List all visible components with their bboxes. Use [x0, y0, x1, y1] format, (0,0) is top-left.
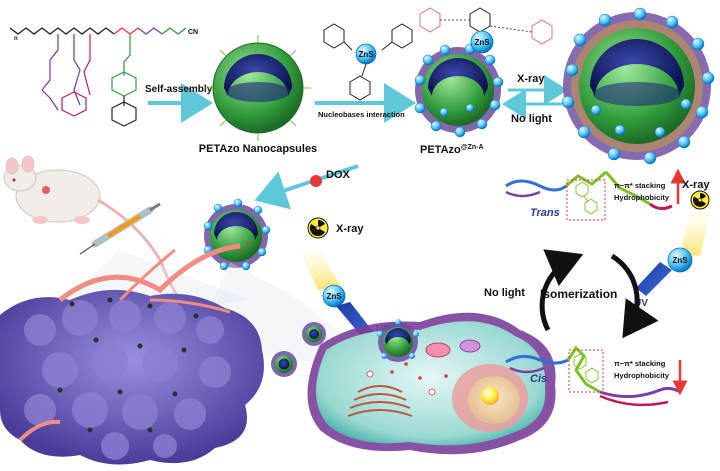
petazo-zna-label: PETAzo@Zn-A	[420, 144, 484, 156]
dox-arrow: DOX	[254, 164, 359, 210]
cis-label: Cis	[530, 373, 547, 385]
swollen-particle	[561, 7, 715, 165]
repeat-n-label: n	[14, 36, 18, 42]
polymer-structure: n CN	[9, 27, 198, 127]
small-particles	[271, 322, 326, 377]
zns-label-top2: ZnS	[474, 38, 490, 47]
zns-right-label: ZnS	[672, 256, 688, 265]
zns-label-top1: ZnS	[358, 50, 374, 59]
zns-bottom-label: ZnS	[326, 292, 342, 301]
dox-label: DOX	[326, 169, 351, 181]
nucleobase-molecule: ZnS	[323, 23, 413, 101]
dox-loaded-particle	[203, 198, 271, 271]
tumor-tissue	[0, 243, 264, 465]
pi-stacking-label-2: π−π* stacking	[614, 359, 666, 368]
base-pair-molecule: ZnS	[419, 7, 553, 54]
nanocapsules-label: PETAzo Nanocapsules	[199, 143, 317, 155]
no-light-mid-label: No light	[484, 287, 525, 299]
trans-label: Trans	[530, 207, 560, 219]
xray-right-label: X-ray	[682, 179, 710, 191]
mouse-illustration	[3, 155, 182, 301]
cis-molecule: Cis π−π* stacking Hydrophobicity	[505, 345, 688, 407]
pi-stacking-label-1: π−π* stacking	[614, 181, 666, 190]
syringe	[79, 202, 161, 255]
isomerization-label: Isomerization	[540, 287, 617, 301]
self-assembly-arrow: Self-assembly	[145, 83, 213, 123]
cn-label: CN	[188, 29, 198, 36]
radiation-icon-middle: X-ray	[307, 217, 364, 239]
trans-molecule: Trans π−π* stacking Hydrophobicity	[505, 168, 686, 221]
nucleobases-label: Nucleobases interaction	[318, 110, 405, 119]
petazo-nanocapsule: PETAzo Nanocapsules	[199, 35, 317, 155]
petazo-zn-a-particle: PETAzo@Zn-A	[414, 43, 504, 156]
hydrophobicity-label-2: Hydrophobicity	[614, 371, 670, 380]
xray-top-label: X-ray	[517, 73, 545, 85]
xray-mid-label: X-ray	[336, 223, 364, 235]
nucleobase-arrow: Nucleobases interaction	[315, 83, 416, 123]
hydrophobicity-label-1: Hydrophobicity	[614, 193, 670, 202]
no-light-top-label: No light	[511, 113, 552, 125]
xray-nolight-arrows: X-ray No light	[502, 73, 568, 125]
self-assembly-label: Self-assembly	[145, 84, 213, 95]
cell-illustration	[307, 312, 556, 455]
isomerization-cycle: Isomerization No light	[484, 249, 659, 339]
